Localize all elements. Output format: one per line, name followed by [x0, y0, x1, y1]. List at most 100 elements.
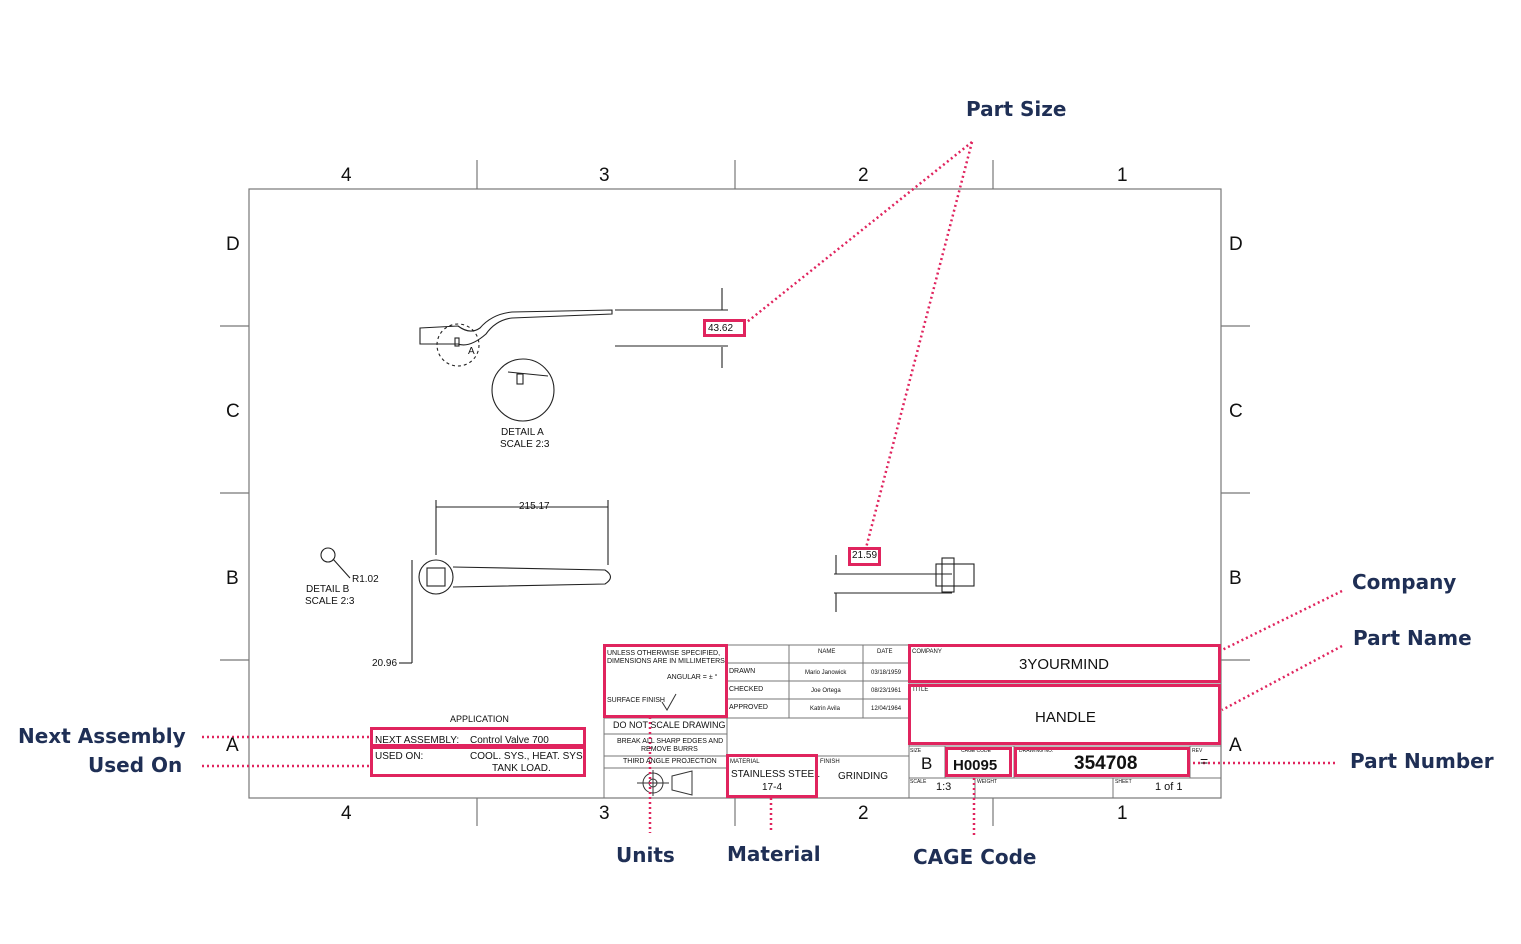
radius-label: R1.02 — [352, 574, 379, 585]
part-name-highlight — [908, 684, 1221, 745]
detail-b-title: DETAIL B — [306, 584, 350, 595]
material-value-line-1: STAINLESS STEEL — [731, 769, 820, 780]
sheet-label: SHEET — [1115, 779, 1132, 785]
approval-name-approved: Katrin Avila — [810, 706, 840, 712]
size-value: B — [921, 754, 933, 773]
part-size-callout: Part Size — [966, 97, 1067, 121]
units-highlight — [603, 644, 728, 718]
zone-col-1-bottom: 1 — [1117, 803, 1128, 824]
approval-role-checked: CHECKED — [729, 686, 764, 693]
part-name-callout: Part Name — [1353, 626, 1472, 650]
zone-row-b-right: B — [1229, 568, 1242, 589]
revision-label: REV — [1192, 748, 1203, 754]
zone-row-d-left: D — [226, 234, 240, 255]
part-number-callout: Part Number — [1350, 749, 1494, 773]
company-highlight — [908, 644, 1221, 683]
company-value: 3YOURMIND — [1019, 656, 1110, 673]
sheet-value: 1 of 1 — [1155, 781, 1183, 793]
zone-col-2-bottom: 2 — [858, 803, 869, 824]
used-on-value-line-2: TANK LOAD. — [492, 763, 551, 774]
material-highlight — [726, 754, 818, 798]
detail-a-scale: SCALE 2:3 — [500, 439, 550, 450]
finish-value: GRINDING — [838, 771, 888, 782]
units-note-line-2: DIMENSIONS ARE IN MILLIMETERS — [607, 658, 725, 665]
approval-date-drawn: 03/18/1959 — [871, 670, 902, 676]
callout-leaders — [202, 141, 1343, 836]
angular-tolerance: ANGULAR = ± ° — [667, 674, 718, 681]
size-label: SIZE — [910, 748, 922, 754]
handle-top-view — [419, 288, 728, 368]
approval-role-drawn: DRAWN — [729, 668, 756, 675]
handle-side-view — [834, 555, 975, 612]
material-value-line-2: 17-4 — [762, 782, 783, 793]
scale-label: SCALE — [910, 779, 927, 785]
next-assembly-callout: Next Assembly — [18, 724, 186, 748]
detail-a-title: DETAIL A — [501, 427, 544, 438]
detail-b-scale: SCALE 2:3 — [305, 596, 355, 607]
surface-finish-label: SURFACE FINISH — [607, 697, 665, 704]
approval-date-approved: 12/04/1964 — [871, 706, 902, 712]
dimension-diameter: 20.96 — [372, 658, 398, 669]
zone-row-a-right: A — [1229, 735, 1242, 756]
cage-code-highlight — [945, 747, 1012, 777]
finish-label: FINISH — [820, 759, 840, 765]
drawing-number-label: DRAWING NO. — [1019, 748, 1054, 754]
part-size-highlight-thickness — [848, 547, 881, 566]
next-assembly-value: Control Valve 700 — [470, 735, 549, 746]
projection-label: THIRD ANGLE PROJECTION — [623, 758, 717, 765]
revision-value: = — [1200, 753, 1209, 769]
handle-front-view — [399, 500, 612, 664]
scale-value: 1:3 — [936, 781, 952, 793]
zone-row-c-right: C — [1229, 401, 1243, 422]
part-size-highlight-height — [703, 319, 746, 337]
name-header: NAME — [818, 649, 836, 655]
material-callout: Material — [727, 842, 821, 866]
zone-row-a-left: A — [226, 735, 239, 756]
zone-col-4-bottom: 4 — [341, 803, 352, 824]
dimension-width: 215.17 — [519, 501, 550, 512]
title-value: HANDLE — [1035, 709, 1096, 726]
break-edges-line-1: BREAK ALL SHARP EDGES AND — [617, 738, 724, 745]
dimension-thickness: 21.59 — [852, 550, 878, 561]
detail-a-marker: A — [468, 346, 475, 357]
title-label: TITLE — [912, 687, 929, 693]
zone-row-b-left: B — [226, 568, 239, 589]
zone-row-c-left: C — [226, 401, 240, 422]
cage-code-value: H0095 — [953, 757, 998, 774]
approval-role-approved: APPROVED — [729, 704, 768, 711]
part-number-highlight — [1014, 747, 1190, 777]
weight-label: WEIGHT — [977, 779, 997, 785]
do-not-scale-note: DO NOT SCALE DRAWING — [613, 720, 726, 730]
cage-code-label: CAGE CODE — [961, 748, 992, 754]
detail-a-view — [491, 358, 555, 422]
used-on-callout: Used On — [88, 753, 183, 777]
application-title: APPLICATION — [450, 714, 509, 724]
used-on-highlight — [370, 746, 586, 777]
zone-col-1-top: 1 — [1117, 165, 1128, 186]
date-header: DATE — [877, 649, 893, 655]
projection-symbol — [637, 770, 693, 796]
zone-col-2-top: 2 — [858, 165, 869, 186]
approval-name-checked: Joe Ortega — [811, 688, 841, 694]
dimension-height: 43.62 — [708, 323, 734, 334]
used-on-label: USED ON: — [375, 751, 424, 762]
drawing-number-value: 354708 — [1074, 753, 1138, 774]
approval-date-checked: 08/23/1961 — [871, 688, 902, 694]
approval-name-drawn: Mario Janowick — [805, 670, 847, 676]
used-on-value-line-1: COOL. SYS., HEAT. SYS, — [470, 751, 586, 762]
zone-col-4-top: 4 — [341, 165, 352, 186]
break-edges-line-2: REMOVE BURRS — [641, 746, 698, 753]
zone-row-d-right: D — [1229, 234, 1243, 255]
units-note-line-1: UNLESS OTHERWISE SPECIFIED, — [607, 650, 721, 657]
cage-code-callout: CAGE Code — [913, 845, 1037, 869]
surface-finish-symbol — [661, 693, 677, 711]
next-assembly-highlight — [370, 727, 586, 747]
next-assembly-label: NEXT ASSEMBLY: — [375, 735, 460, 746]
zone-col-3-top: 3 — [599, 165, 610, 186]
company-callout: Company — [1352, 570, 1457, 594]
units-callout: Units — [616, 843, 675, 867]
zone-col-3-bottom: 3 — [599, 803, 610, 824]
company-label: COMPANY — [912, 649, 942, 655]
material-label: MATERIAL — [730, 759, 760, 765]
